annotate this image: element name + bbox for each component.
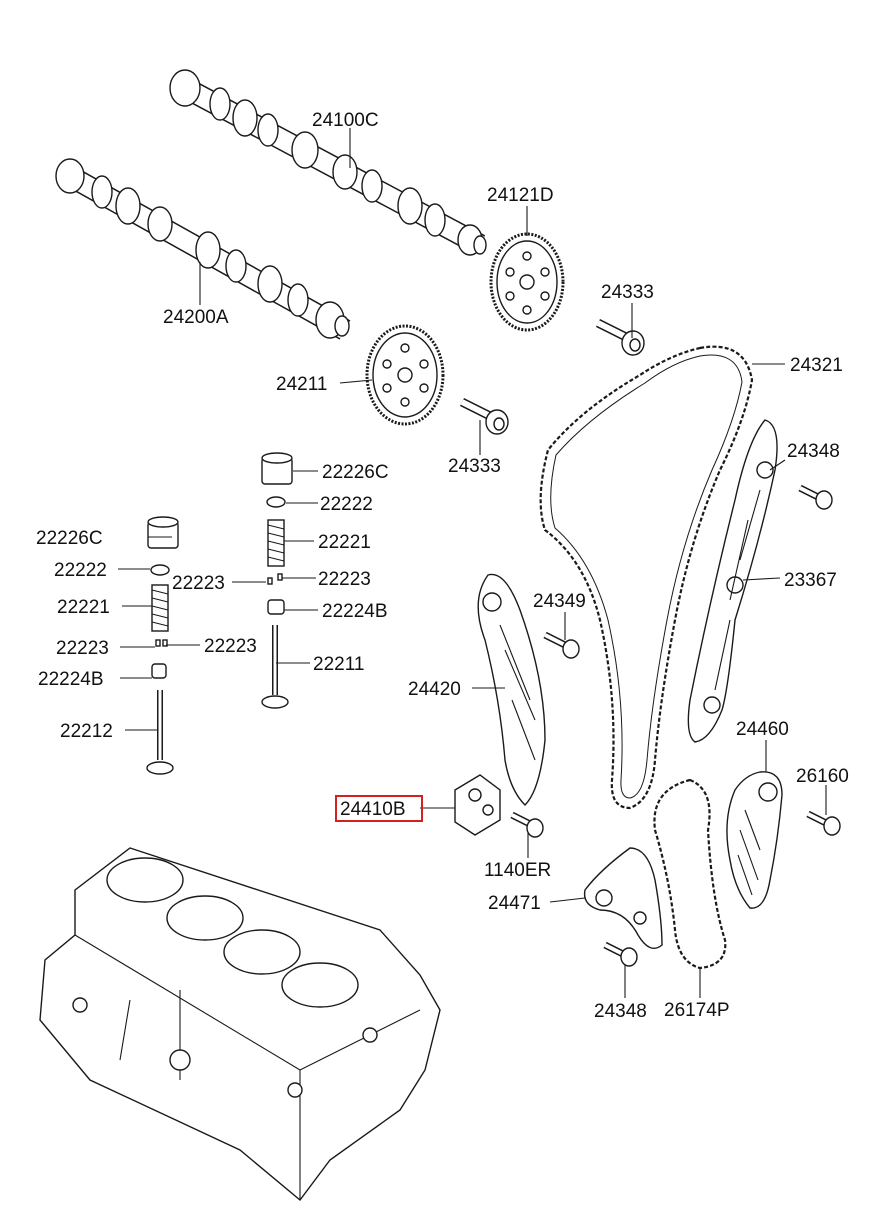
label-22212[interactable]: 22212 bbox=[60, 721, 113, 742]
label-22226c-left[interactable]: 22226C bbox=[36, 528, 103, 549]
label-26160[interactable]: 26160 bbox=[796, 766, 849, 787]
bolt-24348-top bbox=[798, 484, 833, 510]
chain-guide-24471 bbox=[583, 847, 663, 949]
highlight-box-24410b bbox=[335, 795, 423, 822]
bolt-24333-mid bbox=[459, 397, 509, 435]
bolt-26160 bbox=[806, 810, 841, 836]
chain-guide-24460 bbox=[726, 771, 783, 909]
label-24211[interactable]: 24211 bbox=[276, 374, 327, 395]
label-24349[interactable]: 24349 bbox=[533, 591, 586, 612]
label-24348-top[interactable]: 24348 bbox=[787, 441, 840, 462]
bolt-24348-bottom bbox=[603, 941, 638, 967]
label-24460[interactable]: 24460 bbox=[736, 719, 789, 740]
chain-tensioner-24410b bbox=[454, 774, 501, 836]
label-24471[interactable]: 24471 bbox=[488, 893, 541, 914]
label-24348-bottom[interactable]: 24348 bbox=[594, 1001, 647, 1022]
label-22226c-right[interactable]: 22226C bbox=[322, 462, 389, 483]
valve-train-left bbox=[146, 516, 179, 775]
label-24333-top[interactable]: 24333 bbox=[601, 282, 654, 303]
bolt-24333-top bbox=[595, 318, 645, 356]
chain-guide-23367 bbox=[687, 419, 778, 743]
bolt-1140er bbox=[510, 811, 544, 838]
label-22223-right[interactable]: 22223 bbox=[318, 569, 371, 590]
label-22222-left[interactable]: 22222 bbox=[54, 560, 107, 581]
camshaft-24100c bbox=[169, 69, 487, 256]
label-24420[interactable]: 24420 bbox=[408, 679, 461, 700]
engine-block bbox=[39, 847, 441, 1202]
timing-chain-24321 bbox=[539, 345, 754, 810]
label-24200a[interactable]: 24200A bbox=[163, 307, 229, 328]
cam-sprocket-24121d bbox=[489, 232, 565, 332]
label-24121d[interactable]: 24121D bbox=[487, 185, 554, 206]
cam-sprocket-24211 bbox=[365, 324, 445, 426]
label-22221-right[interactable]: 22221 bbox=[318, 532, 371, 553]
bolt-24349 bbox=[543, 631, 580, 659]
label-22224b-left[interactable]: 22224B bbox=[38, 669, 104, 690]
label-24100c[interactable]: 24100C bbox=[312, 110, 379, 131]
label-24410b[interactable]: 24410B bbox=[340, 799, 406, 820]
label-22223-left[interactable]: 22223 bbox=[56, 638, 109, 659]
oil-pump-chain-26174p bbox=[653, 778, 727, 970]
label-22223-center[interactable]: 22223 bbox=[204, 636, 257, 657]
label-22224b-right[interactable]: 22224B bbox=[322, 601, 388, 622]
tensioner-arm-24420 bbox=[477, 573, 546, 806]
camshaft-24200a bbox=[55, 158, 351, 340]
label-22222-right[interactable]: 22222 bbox=[320, 494, 373, 515]
label-22223-mid[interactable]: 22223 bbox=[172, 573, 225, 594]
label-23367[interactable]: 23367 bbox=[784, 570, 837, 591]
label-26174p[interactable]: 26174P bbox=[664, 1000, 730, 1021]
label-24321[interactable]: 24321 bbox=[790, 355, 843, 376]
label-1140er[interactable]: 1140ER bbox=[484, 860, 551, 881]
label-22211[interactable]: 22211 bbox=[313, 654, 364, 675]
leader-lines bbox=[118, 128, 827, 998]
label-22221-left[interactable]: 22221 bbox=[57, 597, 110, 618]
valve-train-right bbox=[261, 452, 293, 709]
label-24333-mid[interactable]: 24333 bbox=[448, 456, 501, 477]
